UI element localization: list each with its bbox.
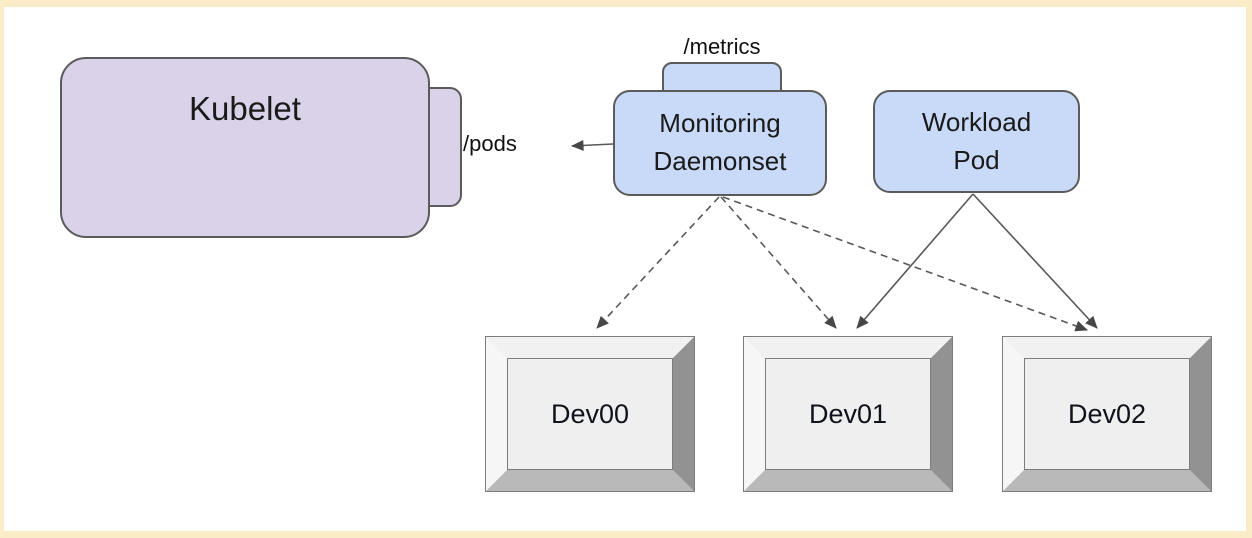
metrics-endpoint-label: /metrics: [683, 34, 761, 59]
device-face: Dev01: [765, 358, 931, 470]
device-bevel: [744, 337, 952, 491]
device-node-dev00: Dev00: [485, 336, 695, 492]
device-bevel: [1003, 337, 1211, 491]
device-node-dev01: Dev01: [743, 336, 953, 492]
workload-pod-label: Workload Pod: [921, 106, 1032, 175]
kubelet-label: Kubelet: [189, 90, 301, 127]
device-label: Dev02: [1067, 398, 1147, 429]
device-face: Dev02: [1024, 358, 1190, 470]
monitoring-daemonset-label: Monitoring Daemonset: [653, 108, 787, 176]
kubelet-node: Kubelet: [60, 57, 430, 238]
device-label: Dev00: [550, 398, 630, 429]
device-bevel: [486, 337, 694, 491]
pods-endpoint-label: /pods: [463, 131, 517, 156]
workload-pod-node: Workload Pod: [873, 90, 1080, 193]
device-label: Dev01: [808, 398, 888, 429]
monitoring-daemonset-node: Monitoring Daemonset: [613, 90, 827, 196]
device-face: Dev00: [507, 358, 673, 470]
device-node-dev02: Dev02: [1002, 336, 1212, 492]
